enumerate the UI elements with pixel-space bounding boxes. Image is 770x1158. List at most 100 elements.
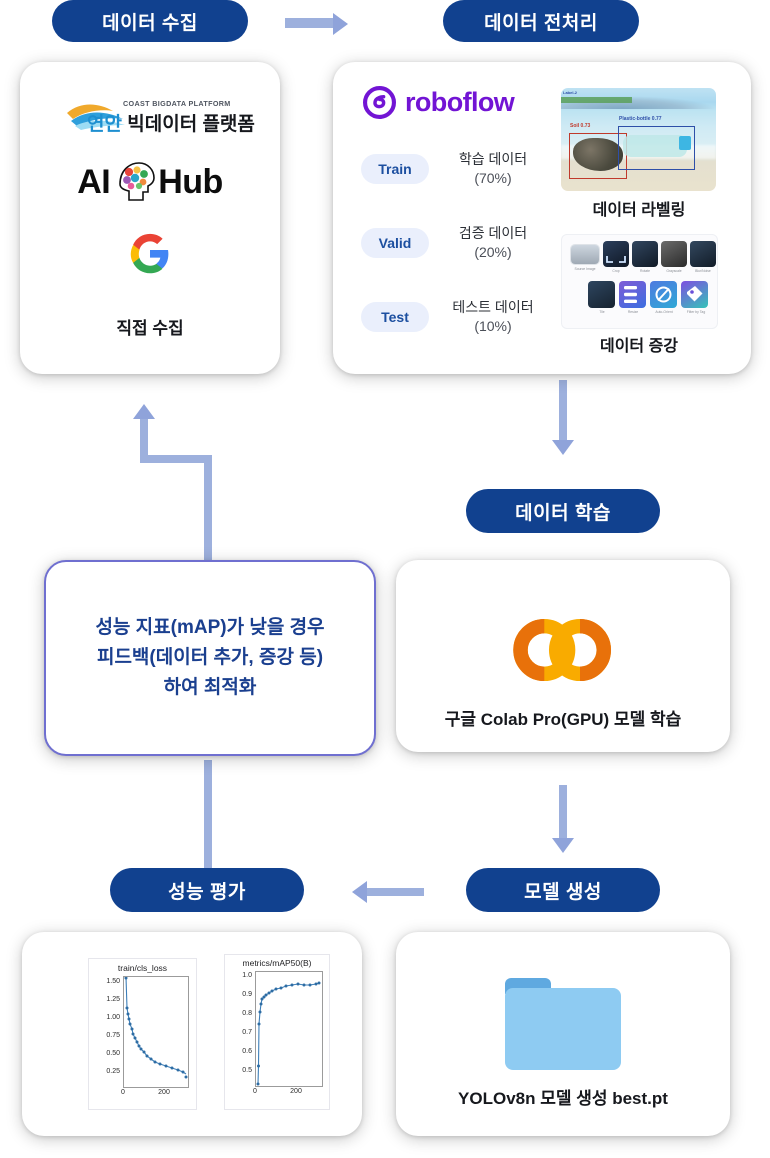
ai-hub-left-text: AI bbox=[77, 162, 111, 201]
tag-icon bbox=[687, 286, 703, 302]
aug-tile-filter-tag-label: Filter by Tag bbox=[686, 310, 706, 314]
card-model-output: YOLOv8n 모델 생성 best.pt bbox=[396, 932, 730, 1136]
chart-train-cls-loss-plot bbox=[124, 976, 188, 1079]
aug-tile-source-label: Source Image bbox=[574, 267, 596, 271]
aug-tile-resize-label: Resize bbox=[627, 310, 639, 314]
chart-train-cls-loss: train/cls_loss 1.50 1.25 1 bbox=[88, 958, 197, 1110]
badge-data-training-label: 데이터 학습 bbox=[515, 502, 611, 524]
photo-bottle-cap bbox=[679, 136, 691, 150]
badge-data-preprocessing[interactable]: 데이터 전처리 bbox=[443, 0, 639, 42]
split-row-test: Test 테스트 데이터 (10%) bbox=[361, 298, 541, 336]
connector-evaluate-to-feedback bbox=[204, 760, 212, 870]
bbox-soil-label: Soil 0.73 bbox=[570, 123, 591, 129]
chart2-ytick-1: 0.9 bbox=[242, 991, 252, 998]
photo-green-strip bbox=[561, 97, 633, 104]
google-g-icon bbox=[130, 233, 169, 274]
aug-tile-blur bbox=[690, 241, 716, 267]
card-data-preprocessing: roboflow Train 학습 데이터 (70%) Valid 검증 데이터… bbox=[333, 62, 751, 374]
split-label-train-percent: (70%) bbox=[474, 169, 512, 186]
coast-bigdata-logo: COAST BIGDATA PLATFORM 연안 빅데이터 플랫폼 bbox=[20, 92, 280, 144]
aug-tile-rotate bbox=[632, 241, 658, 267]
chart1-ytick-1: 1.25 bbox=[106, 996, 120, 1003]
badge-model-generation[interactable]: 모델 생성 bbox=[466, 868, 660, 912]
photo-bottle-object bbox=[623, 135, 687, 157]
ai-hub-logo: AI Hub bbox=[20, 154, 280, 210]
arrowhead-collect-to-preprocess bbox=[333, 13, 348, 35]
coast-wave-icon bbox=[67, 104, 125, 130]
coast-title-blue: 연안 bbox=[87, 114, 122, 135]
split-label-train: 학습 데이터 (70%) bbox=[445, 150, 541, 188]
coast-subtitle: COAST BIGDATA PLATFORM bbox=[123, 99, 231, 108]
split-label-test-percent: (10%) bbox=[474, 317, 512, 334]
chart2-ytick-5: 0.5 bbox=[242, 1067, 252, 1074]
bbox-plastic-bottle: Plastic-bottle 0.77 bbox=[618, 116, 695, 170]
brain-head-icon bbox=[119, 162, 156, 201]
split-pill-train[interactable]: Train bbox=[361, 153, 429, 184]
badge-data-training[interactable]: 데이터 학습 bbox=[466, 489, 660, 533]
auto-orient-icon bbox=[655, 286, 672, 303]
connector-feedback-to-collect bbox=[140, 412, 148, 462]
chart1-xtick-1: 200 bbox=[158, 1089, 170, 1096]
model-card-caption: YOLOv8n 모델 생성 best.pt bbox=[458, 1089, 668, 1108]
chart1-xtick-0: 0 bbox=[121, 1089, 125, 1096]
chart-train-cls-loss-axes bbox=[123, 976, 189, 1088]
collect-card-caption: 직접 수집 bbox=[116, 319, 184, 338]
aug-tile-crop-label: Crop bbox=[612, 269, 620, 273]
chart-metrics-map50-title: metrics/mAP50(B) bbox=[242, 958, 312, 968]
card-performance-evaluation: train/cls_loss 1.50 1.25 1 bbox=[22, 932, 362, 1136]
aug-tile-source bbox=[571, 245, 599, 264]
card-data-collection: COAST BIGDATA PLATFORM 연안 빅데이터 플랫폼 AI bbox=[20, 62, 280, 374]
chart-metrics-map50: metrics/mAP50(B) 1.0 0.9 0 bbox=[224, 954, 330, 1110]
chart-train-cls-loss-title: train/cls_loss bbox=[117, 963, 168, 973]
bbox-plastic-bottle-label: Plastic-bottle 0.77 bbox=[619, 116, 662, 122]
connector-training-to-model bbox=[559, 785, 567, 841]
chart2-xtick-1: 200 bbox=[290, 1088, 302, 1095]
roboflow-logo: roboflow bbox=[363, 86, 515, 119]
split-label-valid: 검증 데이터 (20%) bbox=[445, 224, 541, 262]
badge-performance-evaluation-label: 성능 평가 bbox=[168, 881, 246, 903]
training-card-caption: 구글 Colab Pro(GPU) 모델 학습 bbox=[444, 710, 682, 729]
labeling-caption: 데이터 라벨링 bbox=[592, 202, 686, 219]
badge-data-preprocessing-label: 데이터 전처리 bbox=[484, 12, 598, 34]
roboflow-wordmark: roboflow bbox=[405, 87, 515, 117]
chart1-ytick-4: 0.50 bbox=[106, 1050, 120, 1057]
photo-rock-object bbox=[573, 138, 623, 171]
aug-tile-blur-label: Blur/Noise bbox=[695, 269, 711, 273]
split-label-test: 테스트 데이터 (10%) bbox=[445, 298, 541, 336]
aug-tile-grayscale-label: Grayscale bbox=[666, 269, 682, 273]
split-row-valid: Valid 검증 데이터 (20%) bbox=[361, 224, 541, 262]
chart2-ytick-3: 0.7 bbox=[242, 1029, 252, 1036]
chart1-ytick-2: 1.00 bbox=[106, 1014, 120, 1021]
feedback-line-1: 성능 지표(mAP)가 낮을 경우 bbox=[95, 616, 325, 638]
aug-tile-tile-label: Tile bbox=[599, 310, 605, 314]
photo-corner-label: Label-2 bbox=[563, 90, 578, 95]
badge-data-collection[interactable]: 데이터 수집 bbox=[52, 0, 248, 42]
augmentation-caption: 데이터 증강 bbox=[599, 338, 679, 355]
connector-collect-to-preprocess bbox=[285, 18, 335, 28]
split-pill-test[interactable]: Test bbox=[361, 301, 429, 332]
badge-performance-evaluation[interactable]: 성능 평가 bbox=[110, 868, 304, 912]
chart2-ytick-0: 1.0 bbox=[242, 972, 252, 979]
folder-icon bbox=[505, 978, 621, 1070]
chart1-ytick-5: 0.25 bbox=[106, 1068, 120, 1075]
split-pill-valid[interactable]: Valid bbox=[361, 227, 429, 258]
split-row-train: Train 학습 데이터 (70%) bbox=[361, 150, 541, 188]
arrowhead-preprocess-to-training bbox=[552, 440, 574, 455]
aug-tile-tile bbox=[588, 281, 615, 308]
folder-body bbox=[505, 988, 621, 1070]
chart2-ytick-2: 0.8 bbox=[242, 1010, 252, 1017]
coast-title-dark: 빅데이터 플랫폼 bbox=[127, 114, 255, 135]
google-colab-logo bbox=[396, 604, 730, 696]
aug-tile-grayscale bbox=[661, 241, 687, 267]
split-label-valid-text: 검증 데이터 bbox=[458, 225, 528, 241]
feedback-text: 성능 지표(mAP)가 낮을 경우 피드백(데이터 추가, 증강 등) 하여 최… bbox=[46, 613, 374, 703]
augmentation-thumbnail: Source Image Crop Rotate Grayscale Blur/… bbox=[561, 234, 718, 329]
chart2-xtick-0: 0 bbox=[253, 1088, 257, 1095]
badge-model-generation-label: 모델 생성 bbox=[524, 881, 602, 903]
aug-tile-rotate-label: Rotate bbox=[640, 269, 650, 273]
connector-feedback-vertical bbox=[204, 455, 212, 560]
card-feedback-optimization: 성능 지표(mAP)가 낮을 경우 피드백(데이터 추가, 증강 등) 하여 최… bbox=[44, 560, 376, 756]
arrowhead-feedback-to-collect bbox=[133, 404, 155, 419]
resize-icon bbox=[624, 286, 637, 303]
